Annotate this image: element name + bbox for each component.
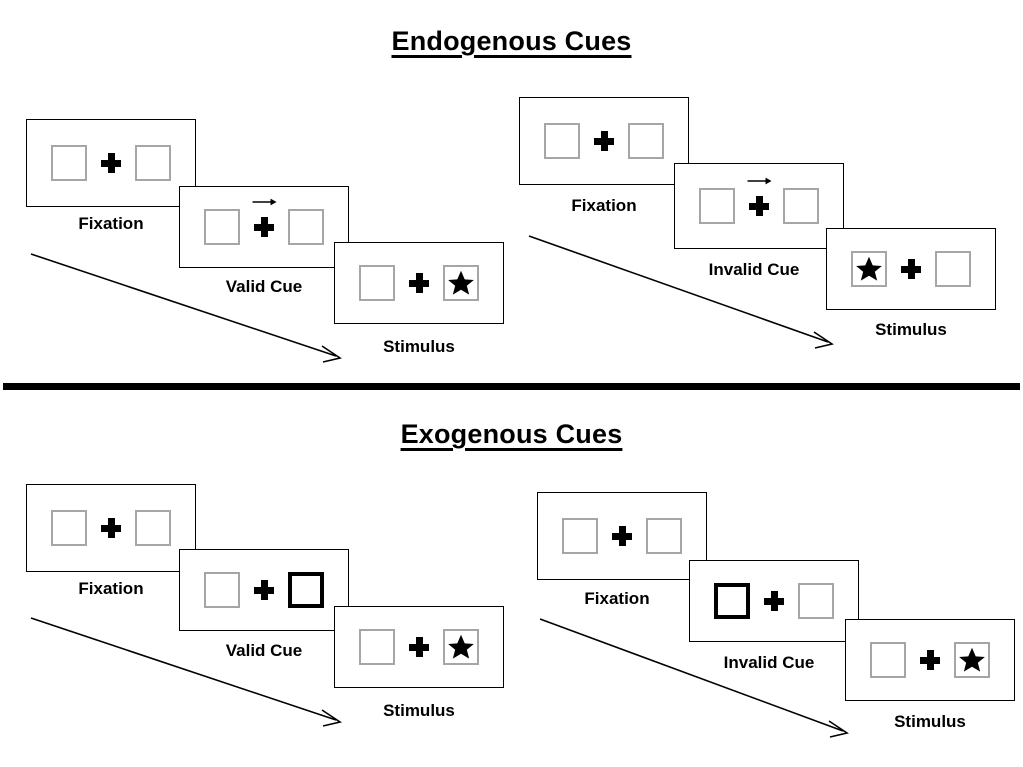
- section-title-exogenous: Exogenous Cues: [400, 419, 623, 449]
- right-box: [628, 123, 664, 159]
- left-box-cued: [714, 583, 750, 619]
- fixation-cross-icon: [254, 580, 274, 600]
- fixation-cross-icon: [764, 591, 784, 611]
- fixation-cross-icon: [594, 131, 614, 151]
- left-box: [204, 209, 240, 245]
- right-box: [783, 188, 819, 224]
- arrow-right-cue-icon: [747, 177, 772, 185]
- caption-endo-invalid-fixation: Fixation: [571, 196, 637, 215]
- fixation-cross-icon: [101, 518, 121, 538]
- panel-endo-invalid-cue: [674, 163, 844, 249]
- fixation-cross-icon: [409, 273, 429, 293]
- panel-exo-valid-cue: [179, 549, 349, 631]
- fixation-cross-icon: [920, 650, 940, 670]
- panel-exo-valid-stimulus: [334, 606, 504, 688]
- caption-endo-valid-stimulus: Stimulus: [383, 337, 455, 356]
- right-box-cued: [288, 572, 324, 608]
- caption-endo-invalid-stimulus: Stimulus: [875, 320, 947, 339]
- arrow-right-cue-icon: [252, 198, 277, 206]
- fixation-cross-icon: [252, 198, 277, 237]
- caption-exo-invalid-stimulus: Stimulus: [894, 712, 966, 731]
- panel-endo-valid-cue: [179, 186, 349, 268]
- section-title-endogenous: Endogenous Cues: [391, 26, 632, 56]
- right-box: [935, 251, 971, 287]
- right-box: [646, 518, 682, 554]
- right-box: [135, 510, 171, 546]
- caption-exo-invalid-fixation: Fixation: [584, 589, 650, 608]
- right-box-with-target: [954, 642, 990, 678]
- panel-endo-valid-stimulus: [334, 242, 504, 324]
- fixation-cross-icon: [901, 259, 921, 279]
- left-box-with-target: [851, 251, 887, 287]
- caption-endo-valid-cue: Valid Cue: [225, 277, 303, 296]
- caption-endo-valid-fixation: Fixation: [78, 214, 144, 233]
- fixation-cross-icon: [409, 637, 429, 657]
- left-box: [359, 265, 395, 301]
- left-box: [544, 123, 580, 159]
- fixation-cross-icon: [747, 177, 772, 216]
- right-box: [798, 583, 834, 619]
- right-box: [135, 145, 171, 181]
- panel-exo-valid-fixation: [26, 484, 196, 572]
- panel-endo-valid-fixation: [26, 119, 196, 207]
- left-box: [870, 642, 906, 678]
- caption-exo-valid-fixation: Fixation: [78, 579, 144, 598]
- star-target-icon: [448, 270, 474, 295]
- caption-exo-invalid-cue: Invalid Cue: [723, 653, 815, 672]
- left-box: [51, 145, 87, 181]
- panel-endo-invalid-stimulus: [826, 228, 996, 310]
- fixation-cross-icon: [101, 153, 121, 173]
- panel-endo-invalid-fixation: [519, 97, 689, 185]
- section-divider: [3, 383, 1020, 390]
- panel-exo-invalid-stimulus: [845, 619, 1015, 701]
- panel-exo-invalid-cue: [689, 560, 859, 642]
- left-box: [359, 629, 395, 665]
- right-box-with-target: [443, 265, 479, 301]
- star-target-icon: [856, 256, 882, 281]
- star-target-icon: [959, 647, 985, 672]
- right-box-with-target: [443, 629, 479, 665]
- left-box: [562, 518, 598, 554]
- star-target-icon: [448, 634, 474, 659]
- panel-exo-invalid-fixation: [537, 492, 707, 580]
- caption-exo-valid-stimulus: Stimulus: [383, 701, 455, 720]
- caption-endo-invalid-cue: Invalid Cue: [708, 260, 800, 279]
- fixation-cross-icon: [612, 526, 632, 546]
- right-box: [288, 209, 324, 245]
- left-box: [51, 510, 87, 546]
- caption-exo-valid-cue: Valid Cue: [225, 641, 303, 660]
- left-box: [699, 188, 735, 224]
- left-box: [204, 572, 240, 608]
